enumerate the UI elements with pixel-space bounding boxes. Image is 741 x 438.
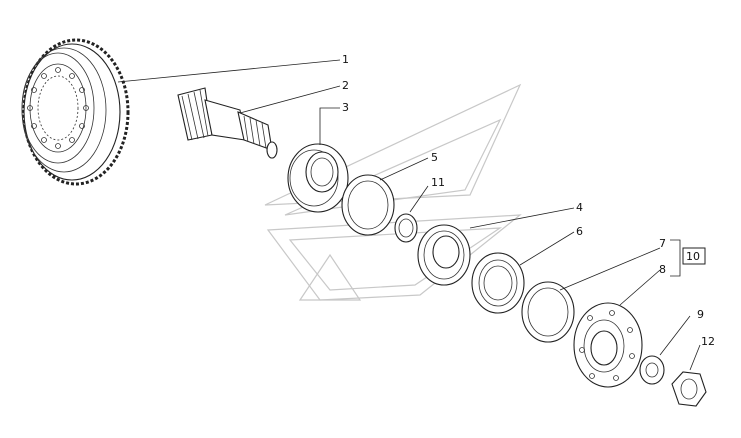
ring-gear bbox=[21, 38, 130, 186]
pinion-shaft bbox=[177, 87, 278, 159]
nut-12 bbox=[671, 371, 707, 407]
callout-4: 4 bbox=[576, 201, 583, 214]
washer-9 bbox=[639, 355, 665, 385]
callout-1: 1 bbox=[342, 53, 349, 66]
bearing-4 bbox=[417, 224, 471, 286]
seal-ring-5 bbox=[341, 174, 395, 236]
ring-7 bbox=[521, 281, 575, 343]
group-box-10: 10 bbox=[682, 247, 706, 265]
callout-7: 7 bbox=[659, 237, 666, 250]
callout-2: 2 bbox=[342, 79, 349, 92]
callout-9: 9 bbox=[697, 308, 704, 321]
callout-labels: 1 2 3 5 11 4 6 7 8 9 12 bbox=[342, 53, 715, 348]
callout-12: 12 bbox=[701, 335, 715, 348]
seal-6 bbox=[471, 252, 525, 314]
callout-5: 5 bbox=[431, 151, 438, 164]
spacer-ring-11 bbox=[394, 213, 418, 243]
callout-8: 8 bbox=[659, 263, 666, 276]
callout-11: 11 bbox=[431, 176, 445, 189]
leader-lines bbox=[117, 59, 701, 371]
callout-6: 6 bbox=[576, 225, 583, 238]
callout-3: 3 bbox=[342, 101, 349, 114]
bearing-3 bbox=[287, 143, 349, 213]
group-label: 10 bbox=[686, 250, 700, 263]
flange-8 bbox=[573, 302, 643, 388]
